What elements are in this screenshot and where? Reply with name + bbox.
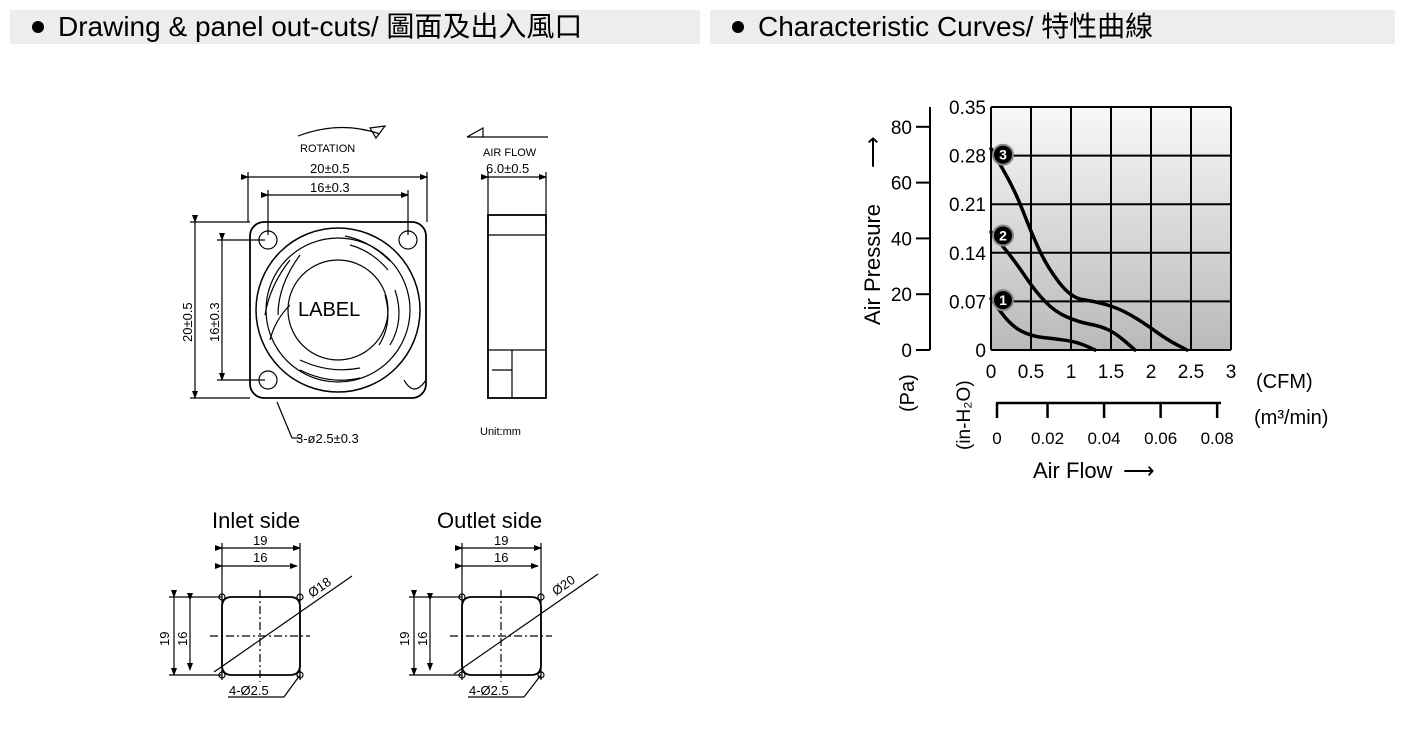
mount-hole <box>258 230 278 250</box>
x-tick-m3: 0.04 <box>1088 429 1121 448</box>
series-marker-1 <box>992 289 1014 312</box>
dim-inner-height: 16±0.3 <box>207 302 222 342</box>
x-tick-m3: 0.08 <box>1201 429 1234 448</box>
fan-side-view <box>487 214 547 399</box>
x-axis-arrow: ⟶ <box>1123 458 1155 483</box>
y-tick-pa: 20 <box>891 285 912 306</box>
cutout-hole <box>537 593 545 601</box>
y-unit-inh2o: (in-H₂O) <box>954 380 975 450</box>
y-tick-inh2o: 0.21 <box>949 195 986 216</box>
outlet-h19: 19 <box>397 632 412 646</box>
x-tick-cfm: 1.5 <box>1098 362 1124 383</box>
series-marker-2 <box>992 224 1014 247</box>
y-tick-pa: 0 <box>901 341 912 362</box>
cutout-hole <box>218 671 226 679</box>
y-axis-title: Air Pressure <box>860 204 885 325</box>
inlet-h19: 19 <box>157 632 172 646</box>
outlet-h16: 16 <box>415 632 430 646</box>
fan-label-text: LABEL <box>298 299 360 321</box>
dim-outer-height: 20±0.5 <box>180 302 195 342</box>
outlet-diameter: Ø20 <box>549 572 578 598</box>
series-marker-label: 3 <box>999 147 1007 163</box>
series-marker-label: 2 <box>999 228 1007 244</box>
inlet-w19: 19 <box>253 533 267 548</box>
section-header-drawing: Drawing & panel out-cuts/ 圖面及出入風口 <box>10 10 700 44</box>
mount-hole <box>398 230 418 250</box>
y-tick-pa: 40 <box>891 229 912 250</box>
airflow-arrow <box>466 126 548 138</box>
section-header-curves: Characteristic Curves/ 特性曲線 <box>710 10 1395 44</box>
bullet-icon <box>32 20 44 33</box>
chart-curves <box>989 146 1189 352</box>
x-tick-cfm: 3 <box>1226 362 1237 383</box>
inlet-cutout-shape <box>221 596 301 676</box>
cutout-hole <box>537 671 545 679</box>
series-line-2 <box>989 230 1137 352</box>
dim-depth: 6.0±0.5 <box>486 161 529 176</box>
dim-outer-width: 20±0.5 <box>310 161 350 176</box>
x-tick-m3: 0.02 <box>1031 429 1064 448</box>
series-marker-label: 1 <box>999 292 1007 308</box>
x-tick-m3: 0 <box>992 429 1001 448</box>
x-axis-title: Air Flow <box>1033 458 1113 483</box>
series-marker-3 <box>992 143 1014 166</box>
x-tick-m3: 0.06 <box>1144 429 1177 448</box>
header-drawing-text: Drawing & panel out-cuts/ 圖面及出入風口 <box>58 11 583 42</box>
y-tick-inh2o: 0.35 <box>949 98 986 119</box>
x-tick-cfm: 0 <box>986 362 997 383</box>
x-unit-cfm: (CFM) <box>1256 371 1313 393</box>
chart-grid <box>990 106 1232 351</box>
series-line-3 <box>989 146 1189 352</box>
x-tick-cfm: 0.5 <box>1018 362 1044 383</box>
inlet-h16: 16 <box>175 632 190 646</box>
outlet-cutout-shape <box>461 596 542 676</box>
y-tick-inh2o: 0.28 <box>949 147 986 168</box>
y-unit-pa: (Pa) <box>897 374 919 412</box>
x-unit-m3: (m³/min) <box>1254 407 1328 429</box>
cutout-hole <box>218 593 226 601</box>
inlet-holes: 4-Ø2.5 <box>229 683 269 698</box>
y-tick-pa: 80 <box>891 118 912 139</box>
unit-label: Unit:mm <box>480 426 521 438</box>
chart-markers: 1 2 3 <box>992 143 1014 312</box>
y-tick-inh2o: 0 <box>975 341 986 362</box>
y-tick-pa: 60 <box>891 174 912 195</box>
rotation-arrow <box>297 126 381 137</box>
outlet-title: Outlet side <box>437 508 542 533</box>
series-line-1 <box>989 296 1097 352</box>
chart-axes <box>916 107 1221 418</box>
airflow-label: AIR FLOW <box>483 147 537 159</box>
cutout-hole <box>458 593 466 601</box>
x-tick-cfm: 2.5 <box>1178 362 1204 383</box>
outlet-holes: 4-Ø2.5 <box>469 683 509 698</box>
rotation-label: ROTATION <box>300 143 355 155</box>
inlet-title: Inlet side <box>212 508 300 533</box>
header-curves-text: Characteristic Curves/ 特性曲線 <box>758 11 1154 42</box>
mount-hole <box>258 370 278 390</box>
fan-drawing: ROTATION AIR FLOW 20±0.5 16±0.3 6.0±0.5 … <box>157 125 599 698</box>
outlet-w19: 19 <box>494 533 508 548</box>
bullet-icon <box>732 20 744 33</box>
y-tick-inh2o: 0.07 <box>949 292 986 313</box>
cutout-hole <box>296 593 304 601</box>
y-tick-inh2o: 0.14 <box>949 244 986 265</box>
fan-frame-front <box>249 221 427 399</box>
x-tick-cfm: 2 <box>1146 362 1157 383</box>
outlet-w16: 16 <box>494 550 508 565</box>
dim-inner-width: 16±0.3 <box>310 180 350 195</box>
inlet-diameter: Ø18 <box>305 574 334 600</box>
holes-spec: 3-ø2.5±0.3 <box>296 431 359 446</box>
y-axis-arrow: ⟶ <box>860 136 885 168</box>
cutout-hole <box>458 671 466 679</box>
inlet-w16: 16 <box>253 550 267 565</box>
x-tick-cfm: 1 <box>1066 362 1077 383</box>
cutout-hole <box>296 671 304 679</box>
